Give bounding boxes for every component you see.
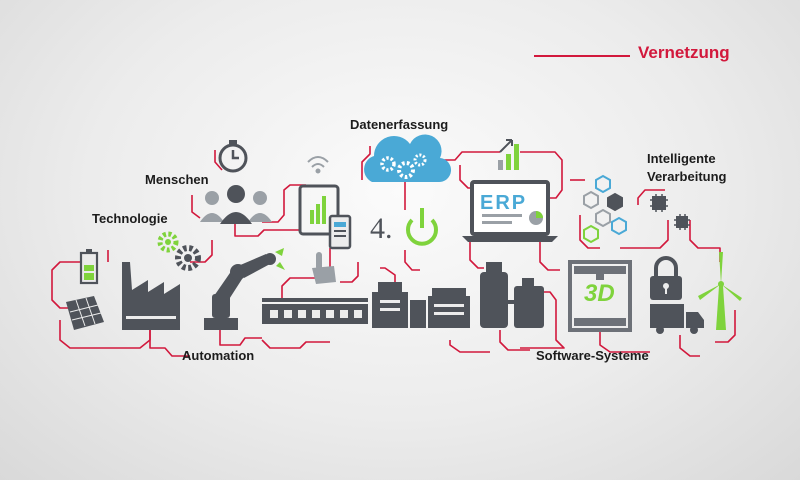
label-menschen: Menschen: [145, 172, 209, 187]
hand-pointer-icon: [312, 252, 336, 284]
title-accent-line: [534, 55, 630, 57]
cloud-gears-icon: [364, 134, 452, 183]
wind-turbine-icon: [698, 252, 742, 330]
phone-icon: [328, 214, 352, 250]
buildings-icon: [372, 282, 470, 328]
lock-icon: [650, 256, 682, 300]
erp-label: ERP: [480, 192, 528, 214]
3d-printer-icon: [568, 260, 632, 332]
label-verarbeitung: Verarbeitung: [647, 169, 727, 184]
wifi-icon: [307, 156, 329, 174]
page-title: Vernetzung: [638, 43, 730, 62]
tanks-icon: [480, 262, 544, 328]
people-icon: [200, 185, 272, 224]
3d-label: 3D: [584, 280, 615, 307]
production-line-icon: [262, 298, 368, 324]
power-icon: [406, 208, 438, 246]
gears-icon: [157, 231, 201, 271]
chip-icons: [650, 194, 690, 230]
factory-icon: [122, 262, 180, 330]
hexagon-network-icon: [583, 174, 627, 244]
industry-4-label: 4.: [370, 212, 393, 245]
label-intelligente: Intelligente: [647, 151, 716, 166]
laptop-erp-icon: [462, 180, 558, 242]
stopwatch-icon: [218, 140, 248, 173]
robot-arm-icon: [204, 248, 285, 330]
solar-panel-icon: [66, 296, 104, 330]
label-datenerfassung: Datenerfassung: [350, 117, 449, 132]
truck-icon: [650, 304, 704, 334]
growth-chart-icon: [498, 139, 519, 170]
tablet-icon: [298, 184, 340, 236]
label-automation: Automation: [182, 348, 255, 363]
label-software-systeme: Software-Systeme: [536, 348, 649, 363]
battery-icon: [79, 249, 99, 285]
label-technologie: Technologie: [92, 211, 168, 226]
